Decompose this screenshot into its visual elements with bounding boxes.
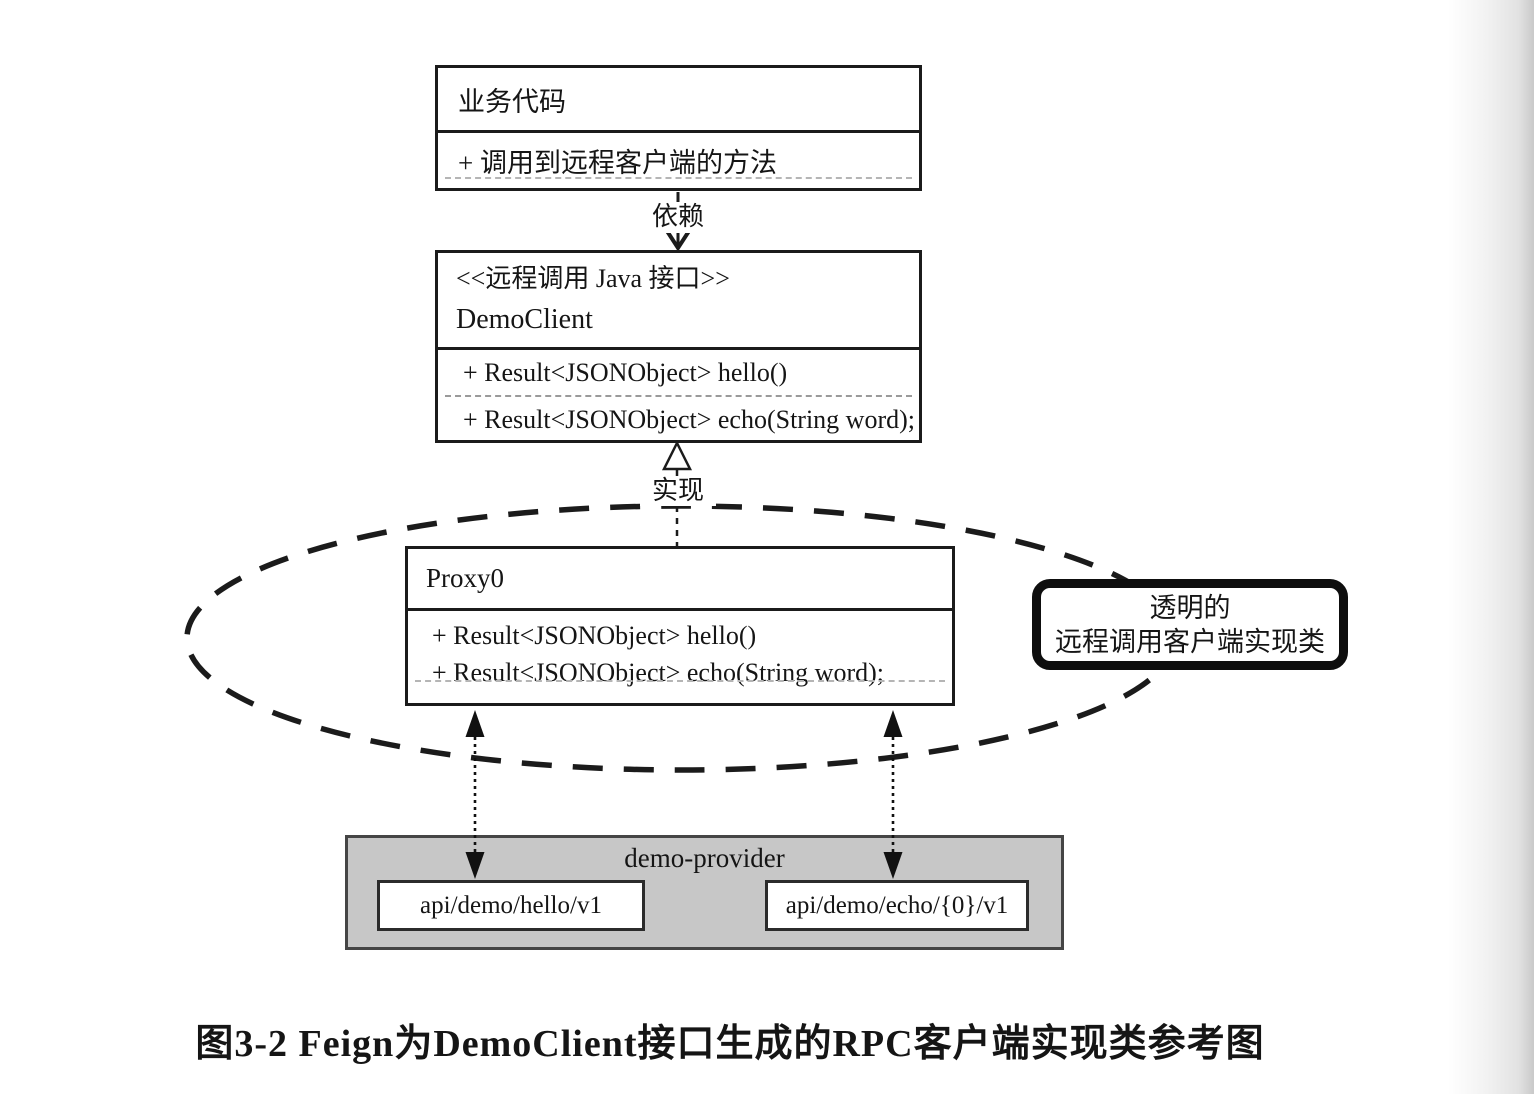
democlient-method-echo: + Result<JSONObject> echo(String word); bbox=[463, 404, 915, 434]
business-code-box: 业务代码 + 调用到远程客户端的方法 bbox=[435, 65, 922, 191]
hello-call-arrow bbox=[465, 710, 485, 879]
proxy0-class-box: Proxy0 + Result<JSONObject> hello() + Re… bbox=[405, 546, 955, 706]
callout-line1: 透明的 bbox=[1149, 592, 1231, 623]
democlient-name: DemoClient bbox=[456, 304, 593, 335]
compartment-faint-line bbox=[415, 680, 945, 682]
arrowhead-up-icon bbox=[883, 710, 903, 737]
method-separator-line bbox=[445, 395, 912, 397]
democlient-header-compartment: <<远程调用 Java 接口>> DemoClient bbox=[438, 253, 919, 350]
echo-call-arrow bbox=[883, 710, 903, 879]
dependency-label: 依赖 bbox=[638, 202, 718, 233]
figure-caption: 图3-2 Feign为DemoClient接口生成的RPC客户端实现类参考图 bbox=[195, 1023, 1265, 1065]
democlient-methods-compartment: + Result<JSONObject> hello() + Result<JS… bbox=[438, 350, 919, 442]
arrowhead-up-icon bbox=[465, 710, 485, 737]
democlient-interface-box: <<远程调用 Java 接口>> DemoClient + Result<JSO… bbox=[435, 250, 922, 443]
business-code-method-compartment: + 调用到远程客户端的方法 bbox=[438, 133, 919, 188]
proxy0-name-compartment: Proxy0 bbox=[408, 549, 952, 611]
demo-provider-box: demo-provider api/demo/hello/v1 api/demo… bbox=[345, 835, 1064, 950]
realization-label: 实现 bbox=[640, 476, 716, 506]
business-code-title-compartment: 业务代码 bbox=[438, 68, 919, 133]
transparent-client-callout: 透明的 远程调用客户端实现类 bbox=[1032, 579, 1348, 670]
endpoint-hello-box: api/demo/hello/v1 bbox=[377, 880, 645, 931]
arrowhead-down-icon bbox=[883, 852, 903, 879]
proxy0-methods-compartment: + Result<JSONObject> hello() + Result<JS… bbox=[408, 611, 952, 691]
democlient-method-hello: + Result<JSONObject> hello() bbox=[463, 357, 788, 387]
realization-triangle-icon bbox=[661, 440, 693, 471]
democlient-stereotype: <<远程调用 Java 接口>> bbox=[456, 264, 730, 293]
arrowhead-down-icon bbox=[465, 852, 485, 879]
proxy0-name: Proxy0 bbox=[426, 563, 505, 593]
dependency-arrowhead-icon bbox=[665, 229, 691, 252]
business-code-title: 业务代码 bbox=[458, 86, 566, 117]
business-code-method: + 调用到远程客户端的方法 bbox=[458, 148, 777, 178]
proxy0-method-hello: + Result<JSONObject> hello() bbox=[432, 620, 757, 650]
endpoint-echo-box: api/demo/echo/{0}/v1 bbox=[765, 880, 1029, 931]
compartment-faint-line bbox=[445, 177, 912, 179]
demo-provider-title: demo-provider bbox=[624, 843, 785, 873]
callout-line2: 远程调用客户端实现类 bbox=[1055, 626, 1325, 657]
